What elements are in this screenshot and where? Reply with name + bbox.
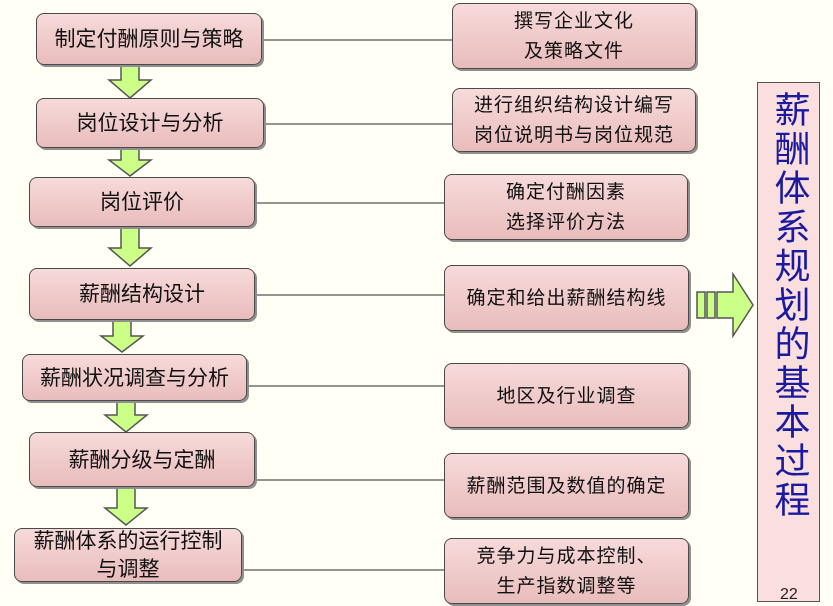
- page-number: 22: [780, 586, 798, 603]
- process-step-5: 薪酬状况调查与分析: [22, 354, 247, 401]
- step-note-text: 进行组织结构设计编写 岗位说明书与岗位规范: [473, 94, 674, 146]
- process-step-label: 制定付酬原则与策略: [54, 27, 244, 51]
- process-step-label: 薪酬分级与定酬: [68, 447, 216, 472]
- step-note-text: 确定和给出薪酬结构线: [466, 287, 667, 309]
- step-note-text: 撰写企业文化 及策略文件: [513, 10, 634, 62]
- step-note-text: 竞争力与成本控制、 生产指数调整等: [476, 545, 657, 597]
- process-step-label: 岗位设计与分析: [76, 111, 224, 135]
- step-note-3: 确定付酬因素 选择评价方法: [444, 174, 688, 240]
- step-note-2: 进行组织结构设计编写 岗位说明书与岗位规范: [452, 88, 696, 152]
- process-step-3: 岗位评价: [29, 177, 255, 227]
- down-arrow-2: [106, 145, 154, 177]
- down-arrow-1: [106, 62, 154, 99]
- down-arrow-6: [102, 487, 150, 526]
- step-note-text: 薪酬范围及数值的确定: [466, 474, 667, 497]
- step-note-text: 地区及行业调查: [496, 384, 637, 407]
- step-note-1: 撰写企业文化 及策略文件: [452, 3, 696, 69]
- down-arrow-5: [102, 398, 150, 433]
- process-step-label: 岗位评价: [100, 190, 184, 214]
- step-note-5: 地区及行业调查: [444, 363, 689, 428]
- right-arrow: [696, 271, 754, 339]
- process-step-label: 薪酬状况调查与分析: [40, 365, 229, 390]
- down-arrow-4: [98, 317, 146, 353]
- process-step-1: 制定付酬原则与策略: [36, 13, 262, 65]
- step-note-6: 薪酬范围及数值的确定: [444, 453, 689, 518]
- process-step-label: 薪酬结构设计: [79, 282, 205, 306]
- down-arrow-3: [106, 225, 154, 267]
- side-title-box: 薪酬体系规划的基本过程: [757, 82, 820, 602]
- process-step-2: 岗位设计与分析: [36, 98, 264, 148]
- side-title: 薪酬体系规划的基本过程: [768, 91, 810, 520]
- step-note-4: 确定和给出薪酬结构线: [444, 265, 689, 331]
- step-note-text: 确定付酬因素 选择评价方法: [505, 181, 626, 233]
- process-step-4: 薪酬结构设计: [29, 268, 255, 320]
- process-step-label: 薪酬体系的运行控制 与调整: [33, 529, 223, 581]
- process-step-6: 薪酬分级与定酬: [29, 432, 255, 487]
- step-note-7: 竞争力与成本控制、 生产指数调整等: [444, 538, 689, 604]
- process-step-7: 薪酬体系的运行控制 与调整: [14, 528, 242, 582]
